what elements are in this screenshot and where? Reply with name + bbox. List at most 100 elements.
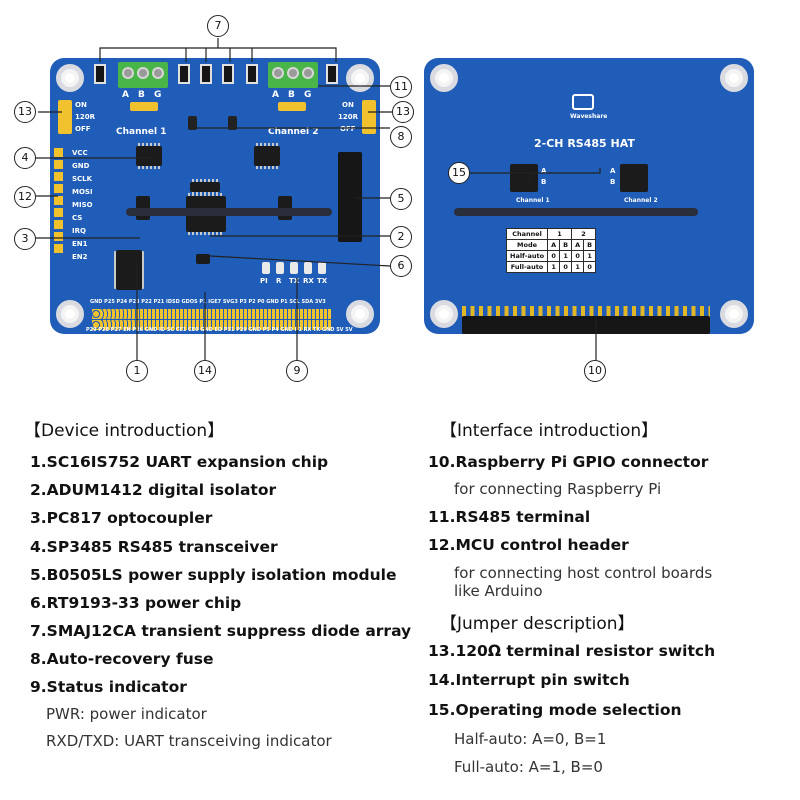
- board-title: 2-CH RS485 HAT: [534, 137, 635, 150]
- mounting-hole: [720, 300, 748, 328]
- mode-table-cell: 1: [583, 250, 597, 262]
- led-label-tx: TX: [317, 277, 328, 285]
- jumper-item: 15.Operating mode selection: [428, 701, 682, 719]
- mode-switch-1[interactable]: [510, 164, 538, 192]
- gpio-connector-housing: [462, 316, 710, 334]
- jumper-item: 13.120Ω terminal resistor switch: [428, 642, 716, 660]
- interface-heading: 【Interface introduction】: [440, 421, 659, 441]
- channel-label-1: Channel 1: [116, 127, 167, 137]
- callout-4: 4: [14, 147, 36, 169]
- back-board: Waveshare 2-CH RS485 HAT A B A B Channel…: [424, 58, 754, 334]
- device-item: 9.Status indicator: [30, 678, 187, 696]
- terminal-label-b: B: [288, 90, 295, 100]
- board-slot: [126, 208, 332, 216]
- callout-7: 7: [207, 15, 229, 37]
- mode-table-cell: B: [559, 239, 573, 251]
- sc16is752-uart-chip: [116, 250, 142, 290]
- mode-jumper[interactable]: [130, 102, 158, 111]
- tvs-diode: [178, 64, 190, 84]
- interface-desc: for connecting Raspberry Pi: [454, 480, 662, 498]
- mode-table-cell: 0: [583, 261, 597, 273]
- mode-table-cell: 1: [547, 261, 561, 273]
- sp3485-transceiver: [136, 143, 162, 169]
- terminal-label-g: G: [304, 90, 312, 100]
- tvs-diode: [222, 64, 234, 84]
- jumper-label-120r: 120R: [338, 113, 359, 121]
- mode-switch-2[interactable]: [620, 164, 648, 192]
- led-label-tx: TX: [289, 277, 300, 285]
- callout-13-right: 13: [392, 101, 414, 123]
- device-item: 8.Auto-recovery fuse: [30, 650, 214, 668]
- status-led: [262, 262, 270, 274]
- b0505ls-isolation-module: [338, 152, 362, 242]
- mode-table-cell: 0: [559, 261, 573, 273]
- mode-table-cell: Full-auto: [505, 261, 549, 273]
- terminal-label-g: G: [154, 90, 162, 100]
- terminal-resistor-jumper-2[interactable]: [362, 100, 376, 134]
- front-board: A B G A B G Channel 1 Channel 2 ON 120R …: [50, 58, 380, 334]
- mode-table-cell: 1: [547, 228, 573, 240]
- terminal-label-a: A: [272, 90, 279, 100]
- gpio-pin-holes: [92, 320, 332, 330]
- led-label-r: R: [276, 277, 282, 285]
- callout-10: 10: [584, 360, 606, 382]
- callout-13-left: 13: [14, 101, 36, 123]
- pin-label-irq: IRQ: [72, 227, 86, 235]
- back-channel-label-2: Channel 2: [624, 197, 658, 204]
- callout-11: 11: [390, 76, 412, 98]
- sp3485-transceiver: [254, 143, 280, 169]
- pin-label-en1: EN1: [72, 240, 88, 248]
- mode-table-cell: Mode: [505, 239, 549, 251]
- device-item: 7.SMAJ12CA transient suppress diode arra…: [30, 622, 412, 640]
- channel-label-2: Channel 2: [268, 127, 319, 137]
- mode-table-row: Full-auto 1 0 1 0: [505, 261, 597, 273]
- board-slot: [454, 208, 698, 216]
- callout-6: 6: [390, 255, 412, 277]
- mode-table-cell: 1: [571, 261, 585, 273]
- callout-5: 5: [390, 188, 412, 210]
- mode-table-cell: A: [547, 239, 561, 251]
- interface-item: 11.RS485 terminal: [428, 508, 591, 526]
- rs485-terminal-1[interactable]: [118, 62, 168, 88]
- jumper-label-off: OFF: [340, 125, 356, 133]
- tvs-diode: [200, 64, 212, 84]
- mounting-hole: [720, 64, 748, 92]
- led-label-rx: RX: [303, 277, 314, 285]
- pin-label-cs: CS: [72, 214, 83, 222]
- jumper-label-off: OFF: [75, 125, 91, 133]
- tvs-diode: [94, 64, 106, 84]
- device-heading: 【Device introduction】: [24, 421, 225, 441]
- status-led: [304, 262, 312, 274]
- interface-desc: like Arduino: [454, 582, 543, 600]
- mounting-hole: [430, 300, 458, 328]
- device-item: 5.B0505LS power supply isolation module: [30, 566, 397, 584]
- adum1412-isolator: [190, 179, 220, 195]
- tvs-diode: [246, 64, 258, 84]
- mode-jumper[interactable]: [278, 102, 306, 111]
- callout-12: 12: [14, 186, 36, 208]
- device-item: 6.RT9193-33 power chip: [30, 594, 242, 612]
- callout-2: 2: [390, 226, 412, 248]
- device-item: 4.SP3485 RS485 transceiver: [30, 538, 278, 556]
- mcu-control-header[interactable]: [54, 148, 63, 256]
- device-item: 3.PC817 optocoupler: [30, 509, 213, 527]
- interface-item: 12.MCU control header: [428, 536, 629, 554]
- callout-8: 8: [390, 126, 412, 148]
- rs485-terminal-2[interactable]: [268, 62, 318, 88]
- mode-table-row: Half-auto 0 1 0 1: [505, 250, 597, 262]
- terminal-label-a: A: [122, 90, 129, 100]
- switch-label-b: B: [610, 178, 616, 186]
- mode-sub: Full-auto: A=1, B=0: [454, 758, 603, 776]
- pin-label-vcc: VCC: [72, 149, 88, 157]
- terminal-resistor-jumper-1[interactable]: [58, 100, 72, 134]
- gpio-top-labels: GND P25 P24 P23 P22 P21 IDSD GDOS P1 IGE…: [90, 299, 326, 305]
- interface-desc: for connecting host control boards: [454, 564, 713, 582]
- fuse: [188, 116, 197, 130]
- mode-table-cell: 1: [559, 250, 573, 262]
- gpio-bottom-labels: P29 P28 P27 EN P26 GND ID SC CE1 CE0 GND…: [86, 327, 353, 333]
- led-label-pwr: PI: [260, 277, 268, 285]
- mode-table-cell: Channel: [505, 228, 549, 240]
- pin-label-miso: MISO: [72, 201, 93, 209]
- status-sub: RXD/TXD: UART transceiving indicator: [46, 732, 332, 750]
- mounting-hole: [346, 300, 374, 328]
